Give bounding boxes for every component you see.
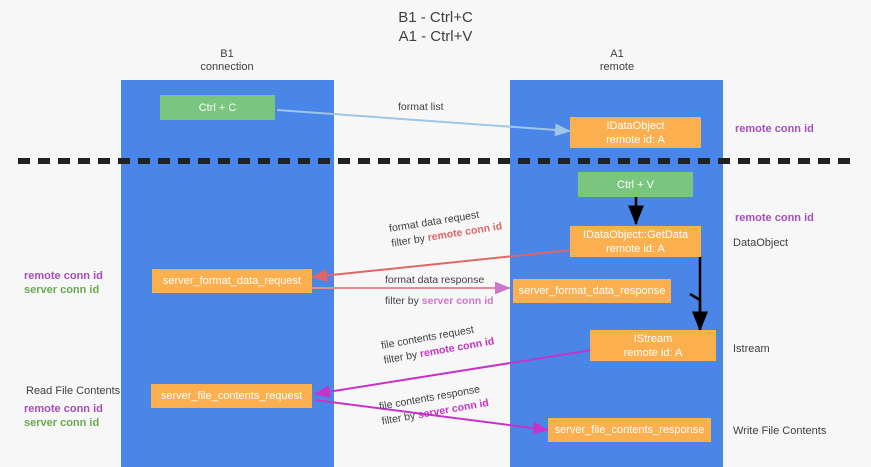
page-title: B1 - Ctrl+C A1 - Ctrl+V — [0, 8, 871, 46]
filter-prefix: filter by — [385, 295, 422, 307]
box-istream-line1: IStream — [633, 332, 673, 345]
annotation-right-dataobject: DataObject — [733, 236, 788, 250]
filter-key-server-conn-id: server conn id — [421, 295, 494, 307]
box-server-file-contents-response[interactable]: server_file_contents_response — [548, 418, 711, 442]
annotation-right-getdata-label: remote conn id — [735, 212, 814, 224]
annotation-right-write-file-label: Write File Contents — [733, 425, 827, 437]
edge-label-format-list: format list — [398, 100, 444, 115]
title-line-1: B1 - Ctrl+C — [398, 9, 473, 26]
annotation-right-top-remote-conn-id: remote conn id — [735, 122, 814, 136]
box-server-file-contents-request[interactable]: server_file_contents_request — [151, 384, 312, 408]
box-ctrl-c[interactable]: Ctrl + C — [160, 95, 275, 120]
box-istream[interactable]: IStream remote id: A — [590, 330, 716, 361]
box-idataobject-getdata-line2: remote id: A — [606, 242, 665, 255]
annotation-right-top-label: remote conn id — [735, 123, 814, 135]
title-line-2: A1 - Ctrl+V — [398, 28, 473, 45]
edge-label-format-data-response-line1: format data response — [385, 274, 485, 286]
annotation-left-format-conn-ids: remote conn id server conn id — [24, 269, 103, 297]
box-server-format-data-request[interactable]: server_format_data_request — [152, 269, 312, 293]
box-idataobject-getdata-line1: IDataObject::GetData — [582, 228, 689, 241]
box-server-format-data-response-label: server_format_data_response — [518, 285, 666, 297]
column-header-b1-name: B1 — [220, 48, 234, 60]
column-header-b1: B1 connection — [117, 48, 337, 74]
box-idataobject-line2: remote id: A — [606, 133, 665, 146]
column-header-a1: A1 remote — [507, 48, 727, 74]
edge-label-file-contents-request: file contents request filter by remote c… — [380, 320, 496, 369]
column-header-a1-name: A1 — [610, 48, 624, 60]
edge-label-format-data-response: format data response filter by server co… — [385, 273, 494, 309]
annotation-right-istream-label: Istream — [733, 343, 770, 355]
box-idataobject[interactable]: IDataObject remote id: A — [570, 117, 701, 148]
column-header-a1-subtitle: remote — [599, 61, 635, 73]
edge-label-format-data-response-line2: filter by server conn id — [385, 294, 494, 309]
annotation-left-file-remote-conn-id: remote conn id — [24, 403, 103, 415]
box-ctrl-v-label: Ctrl + V — [617, 178, 654, 191]
annotation-left-file-conn-ids: remote conn id server conn id — [24, 402, 103, 430]
annotation-right-write-file-contents: Write File Contents — [733, 424, 826, 438]
box-server-file-contents-response-label: server_file_contents_response — [554, 424, 705, 436]
annotation-left-file-server-conn-id: server conn id — [24, 417, 100, 429]
box-server-file-contents-request-label: server_file_contents_request — [160, 390, 303, 402]
annotation-left-format-server-conn-id: server conn id — [24, 284, 100, 296]
annotation-right-dataobject-label: DataObject — [733, 237, 789, 249]
edge-label-format-data-request: format data request filter by remote con… — [388, 204, 503, 251]
box-ctrl-c-label: Ctrl + C — [198, 101, 237, 114]
annotation-right-getdata-remote-conn-id: remote conn id — [735, 211, 814, 225]
edge-label-format-list-text: format list — [398, 101, 444, 113]
box-server-format-data-request-label: server_format_data_request — [162, 275, 302, 287]
box-idataobject-line1: IDataObject — [606, 119, 665, 132]
column-header-b1-subtitle: connection — [200, 61, 254, 73]
annotation-right-istream: Istream — [733, 342, 770, 356]
annotation-left-read-file-contents: Read File Contents — [26, 384, 120, 398]
annotation-left-format-remote-conn-id: remote conn id — [24, 270, 103, 282]
box-server-format-data-response[interactable]: server_format_data_response — [513, 279, 671, 303]
annotation-left-read-file-label: Read File Contents — [26, 385, 121, 397]
box-ctrl-v[interactable]: Ctrl + V — [578, 172, 693, 197]
box-istream-line2: remote id: A — [623, 346, 683, 359]
edge-label-file-contents-response: file contents response filter by server … — [378, 381, 490, 429]
box-idataobject-getdata[interactable]: IDataObject::GetData remote id: A — [570, 226, 701, 257]
